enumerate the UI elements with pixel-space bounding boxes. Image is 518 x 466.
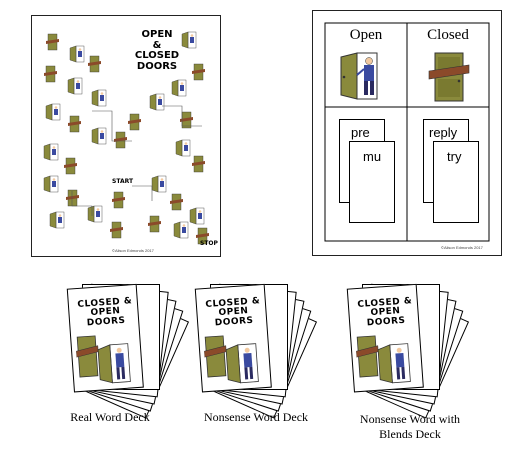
deck-title-line: DOORS [366,315,406,329]
board-title: OPEN & CLOSED DOORS [112,29,202,72]
deck-caption-line: Real Word Deck [70,410,150,424]
open-door-icon [49,211,65,229]
closed-door-icon [64,157,77,175]
closed-door-icon [148,215,161,233]
closed-door-icon [192,155,205,173]
closed-door-icon [112,191,125,209]
closed-door-icon [44,65,57,83]
board-footer: ©Alison Edmonds 2017 [112,248,154,253]
open-door-icon [149,93,165,111]
deck-caption-line: Nonsense Word Deck [203,410,309,424]
deck-caption-line: Nonsense Word with [359,412,461,426]
open-door-icon [87,205,103,223]
closed-door-icon [110,221,123,239]
board-title-line: DOORS [136,60,178,72]
word-card-text: try [447,149,462,164]
open-door-icon [45,103,61,121]
deck-caption-line: Blends Deck [379,427,441,441]
closed-door-icon [170,193,183,211]
sort-mat-grid [324,22,490,242]
closed-door-icon [128,113,141,131]
game-board-sheet: OPEN & CLOSED DOORS START STOP ©Alison E… [31,15,221,257]
stop-label: STOP [200,240,218,247]
deck-caption: Nonsense Word Deck [186,410,326,425]
word-card-text: reply [429,125,458,140]
open-door-icon [340,52,378,100]
deck-caption: Nonsense Word with Blends Deck [340,412,480,442]
start-label: START [112,178,134,185]
open-label: Open [349,27,383,43]
board-title-line: & [152,39,162,51]
closed-door-icon [88,55,101,73]
deck-caption: Real Word Deck [40,410,180,425]
closed-door-icon [46,33,59,51]
deck-title-line: DOORS [214,315,254,329]
open-door-icon [91,89,107,107]
open-door-icon [173,221,189,239]
closed-door-icon [114,131,127,149]
closed-label: Closed [427,27,469,43]
board-title-line: CLOSED [134,50,180,61]
word-card-text: mu [363,149,382,164]
closed-door-icon [192,63,205,81]
open-door-icon [91,127,107,145]
closed-door-icon [196,227,209,245]
open-door-icon [151,175,167,193]
open-door-icon [181,31,197,49]
word-card-text: pre [351,125,370,140]
open-door-icon [43,143,59,161]
board-title-line: OPEN [141,29,173,40]
board-path [43,31,209,245]
open-door-icon [189,207,205,225]
mat-footer: ©Alison Edmonds 2017 [441,245,483,250]
sort-mat-sheet: Open Closed pre mu reply try ©Alison Edm… [312,10,502,256]
closed-door-icon [66,189,79,207]
deck-door-art-icon [203,335,259,384]
deck-door-art-icon [355,335,411,384]
closed-door-icon [68,115,81,133]
word-card[interactable] [433,141,479,223]
open-door-icon [67,77,83,95]
word-card[interactable] [349,141,395,223]
open-door-icon [171,79,187,97]
closed-door-icon [428,52,470,102]
open-door-icon [43,175,59,193]
open-door-icon [69,45,85,63]
open-door-icon [175,139,191,157]
deck-door-art-icon [75,335,131,384]
deck-title-line: DOORS [86,315,126,329]
